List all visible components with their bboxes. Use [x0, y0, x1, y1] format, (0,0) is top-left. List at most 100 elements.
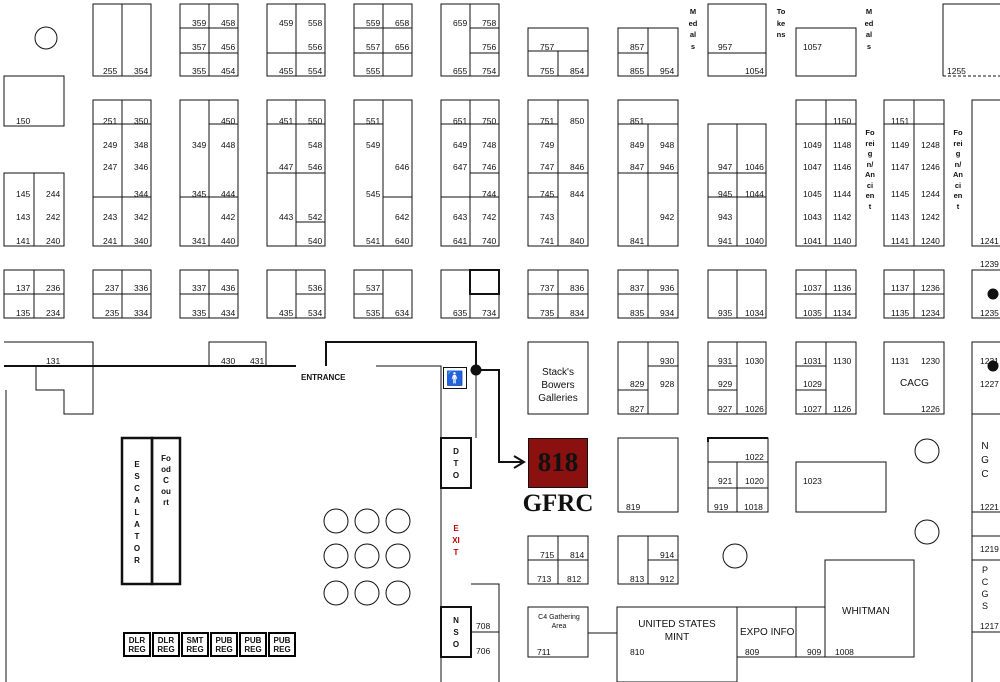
booth-1140[interactable]: 1140 — [833, 236, 852, 246]
booth-1234[interactable]: 1234 — [921, 308, 940, 318]
booth-745[interactable]: 745 — [540, 189, 555, 199]
booth-757[interactable]: 757 — [540, 42, 555, 52]
booth-442[interactable]: 442 — [221, 212, 236, 222]
booth-1226[interactable]: 1226 — [921, 404, 940, 414]
booth-942[interactable]: 942 — [660, 212, 675, 222]
booth-834[interactable]: 834 — [570, 308, 585, 318]
booth-756[interactable]: 756 — [482, 42, 497, 52]
booth-706[interactable]: 706 — [476, 646, 491, 656]
booth-812[interactable]: 812 — [567, 574, 582, 584]
booth-1040[interactable]: 1040 — [745, 236, 764, 246]
booth-340[interactable]: 340 — [134, 236, 149, 246]
booth-240[interactable]: 240 — [46, 236, 61, 246]
booth-345[interactable]: 345 — [192, 189, 207, 199]
booth-150[interactable]: 150 — [16, 116, 31, 126]
booth-954[interactable]: 954 — [660, 66, 675, 76]
booth-1137[interactable]: 1137 — [891, 283, 910, 293]
booth-931[interactable]: 931 — [718, 356, 733, 366]
booth-713[interactable]: 713 — [537, 574, 552, 584]
booth-1149[interactable]: 1149 — [891, 140, 910, 150]
booth-436[interactable]: 436 — [221, 283, 236, 293]
booth-1236[interactable]: 1236 — [921, 283, 940, 293]
booth-1134[interactable]: 1134 — [833, 308, 852, 318]
booth-841[interactable]: 841 — [630, 236, 645, 246]
booth-927[interactable]: 927 — [718, 404, 733, 414]
booth-1029[interactable]: 1029 — [803, 379, 822, 389]
booth-846[interactable]: 846 — [570, 162, 585, 172]
booth-344[interactable]: 344 — [134, 189, 149, 199]
booth-241[interactable]: 241 — [103, 236, 118, 246]
booth-350[interactable]: 350 — [134, 116, 149, 126]
booth-235[interactable]: 235 — [105, 308, 120, 318]
booth-737[interactable]: 737 — [540, 283, 555, 293]
booth-813[interactable]: 813 — [630, 574, 645, 584]
booth-837[interactable]: 837 — [630, 283, 645, 293]
booth-1027[interactable]: 1027 — [803, 404, 822, 414]
booth-930[interactable]: 930 — [660, 356, 675, 366]
booth-929[interactable]: 929 — [718, 379, 733, 389]
booth-545[interactable]: 545 — [366, 189, 381, 199]
booth-658[interactable]: 658 — [395, 18, 410, 28]
booth-1131[interactable]: 1131 — [891, 356, 910, 366]
booth-1246[interactable]: 1246 — [921, 162, 940, 172]
booth-646[interactable]: 646 — [395, 162, 410, 172]
booth-928[interactable]: 928 — [660, 379, 675, 389]
booth-535[interactable]: 535 — [366, 308, 381, 318]
booth-1227[interactable]: 1227 — [980, 379, 999, 389]
booth-558[interactable]: 558 — [308, 18, 323, 28]
booth-1221[interactable]: 1221 — [980, 502, 999, 512]
booth-1248[interactable]: 1248 — [921, 140, 940, 150]
booth-1057[interactable]: 1057 — [803, 42, 822, 52]
booth-448[interactable]: 448 — [221, 140, 236, 150]
booth-1034[interactable]: 1034 — [745, 308, 764, 318]
booth-810[interactable]: 810 — [630, 647, 645, 657]
booth-450[interactable]: 450 — [221, 116, 236, 126]
booth-557[interactable]: 557 — [366, 42, 381, 52]
booth-554[interactable]: 554 — [308, 66, 323, 76]
booth-840[interactable]: 840 — [570, 236, 585, 246]
booth-534[interactable]: 534 — [308, 308, 323, 318]
booth-1008[interactable]: 1008 — [835, 647, 854, 657]
booth-934[interactable]: 934 — [660, 308, 675, 318]
booth-1217[interactable]: 1217 — [980, 621, 999, 631]
booth-715[interactable]: 715 — [540, 550, 555, 560]
booth-559[interactable]: 559 — [366, 18, 381, 28]
booth-819[interactable]: 819 — [626, 502, 641, 512]
booth-357[interactable]: 357 — [192, 42, 207, 52]
booth-444[interactable]: 444 — [221, 189, 236, 199]
booth-634[interactable]: 634 — [395, 308, 410, 318]
booth-555[interactable]: 555 — [366, 66, 381, 76]
booth-1146[interactable]: 1146 — [833, 162, 852, 172]
booth-1026[interactable]: 1026 — [745, 404, 764, 414]
booth-354[interactable]: 354 — [134, 66, 149, 76]
booth-829[interactable]: 829 — [630, 379, 645, 389]
booth-849[interactable]: 849 — [630, 140, 645, 150]
booth-655[interactable]: 655 — [453, 66, 468, 76]
booth-447[interactable]: 447 — [279, 162, 294, 172]
booth-643[interactable]: 643 — [453, 212, 468, 222]
booth-255[interactable]: 255 — [103, 66, 118, 76]
booth-909[interactable]: 909 — [807, 647, 822, 657]
booth-957[interactable]: 957 — [718, 42, 733, 52]
booth-536[interactable]: 536 — [308, 283, 323, 293]
booth-455[interactable]: 455 — [279, 66, 294, 76]
booth-346[interactable]: 346 — [134, 162, 149, 172]
booth-551[interactable]: 551 — [366, 116, 381, 126]
booth-642[interactable]: 642 — [395, 212, 410, 222]
booth-242[interactable]: 242 — [46, 212, 61, 222]
booth-342[interactable]: 342 — [134, 212, 149, 222]
booth-914[interactable]: 914 — [660, 550, 675, 560]
booth-659[interactable]: 659 — [453, 18, 468, 28]
booth-145[interactable]: 145 — [16, 189, 31, 199]
booth-1142[interactable]: 1142 — [833, 212, 852, 222]
booth-649[interactable]: 649 — [453, 140, 468, 150]
booth-131[interactable]: 131 — [46, 356, 61, 366]
booth-1235[interactable]: 1235 — [980, 308, 999, 318]
booth-755[interactable]: 755 — [540, 66, 555, 76]
booth-251[interactable]: 251 — [103, 116, 118, 126]
booth-249[interactable]: 249 — [103, 140, 118, 150]
booth-1135[interactable]: 1135 — [891, 308, 910, 318]
booth-943[interactable]: 943 — [718, 212, 733, 222]
booth-749[interactable]: 749 — [540, 140, 555, 150]
booth-334[interactable]: 334 — [134, 308, 149, 318]
